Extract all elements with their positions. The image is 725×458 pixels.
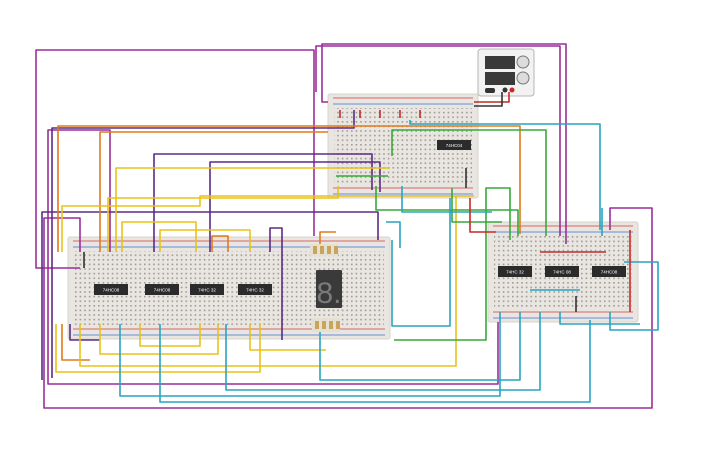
power-supply[interactable] [477,48,535,97]
terminal-icon[interactable] [509,87,515,93]
chip-label: 74HC 32 [506,270,524,275]
wire[interactable] [47,129,499,385]
chip-label: 74HC 08 [553,270,571,275]
wire[interactable] [107,186,339,252]
chip-body [498,266,532,277]
chip-label: 74HC 32 [198,288,216,293]
breadboard-main[interactable] [67,236,391,340]
wire[interactable] [139,324,201,347]
wire[interactable] [315,45,561,236]
wire[interactable] [55,324,261,373]
wire[interactable] [391,198,451,327]
chip-body [190,284,224,295]
wire[interactable] [386,221,401,248]
wire[interactable] [225,312,541,391]
ic-chip[interactable]: 74HC 32 [238,284,272,295]
chip-label: 74HC08 [601,270,618,275]
power-knob-icon[interactable] [516,55,530,69]
chip-body [437,140,471,150]
segment-digit: 8. [316,277,341,310]
wire[interactable] [451,188,502,223]
wire[interactable] [249,324,326,351]
chip-body [238,284,272,295]
wire[interactable] [99,324,219,355]
wire[interactable] [99,131,328,252]
chip-label: 74HC 32 [246,288,264,293]
ic-chip[interactable]: 74HC 08 [545,266,579,277]
wire[interactable] [57,125,521,252]
chip-body [545,266,579,277]
ic-chip[interactable]: 74HC 32 [498,266,532,277]
wire[interactable] [115,167,390,252]
wire[interactable] [121,221,197,252]
wire[interactable] [159,229,251,252]
power-display-icon [485,56,515,69]
seven-segment-display[interactable]: 8. [310,244,342,332]
wire[interactable] [559,312,640,325]
chip-label: 74HC04 [446,143,463,148]
power-knob-icon[interactable] [516,71,530,85]
wire[interactable] [319,312,521,381]
wire[interactable] [469,198,496,233]
wire[interactable] [321,43,567,244]
chip-body [592,266,626,277]
wire-layer[interactable] [35,43,659,409]
ic-chip[interactable]: 74HC08 [592,266,626,277]
power-display-icon [485,72,515,85]
wire[interactable] [394,187,511,341]
wire[interactable] [375,186,519,236]
ic-chip[interactable]: 74HC04 [437,140,471,150]
wire[interactable] [119,312,501,397]
wire[interactable] [391,129,547,236]
wire[interactable] [269,227,283,340]
chip-body [145,284,179,295]
chip-body [94,284,128,295]
ic-chips[interactable]: 74HC04 74HC08 74HC08 74HC 32 74HC 32 74HC 32 7… [94,140,626,295]
chip-label: 74HC08 [154,288,171,293]
wire[interactable] [339,110,421,118]
power-switch-icon[interactable] [485,88,495,93]
segment-display-body [316,270,342,308]
wire[interactable] [409,120,601,230]
chip-label: 74HC08 [103,288,120,293]
ic-chip[interactable]: 74HC 32 [190,284,224,295]
wire[interactable] [209,161,381,252]
wire[interactable] [474,92,503,107]
wire[interactable] [159,320,591,403]
wire[interactable] [211,235,229,252]
wire[interactable] [61,195,474,252]
wire[interactable] [69,324,100,341]
wire[interactable] [401,186,492,213]
wire[interactable] [43,207,653,409]
wire[interactable] [35,49,315,269]
wire[interactable] [153,153,373,252]
wire[interactable] [79,196,457,367]
terminal-icon[interactable] [502,87,508,93]
wire[interactable] [319,231,336,248]
resistor-icon [313,246,340,329]
wire[interactable] [51,110,355,378]
ic-chip[interactable]: 74HC08 [145,284,179,295]
wire[interactable] [474,92,510,103]
ic-chip[interactable]: 74HC08 [94,284,128,295]
